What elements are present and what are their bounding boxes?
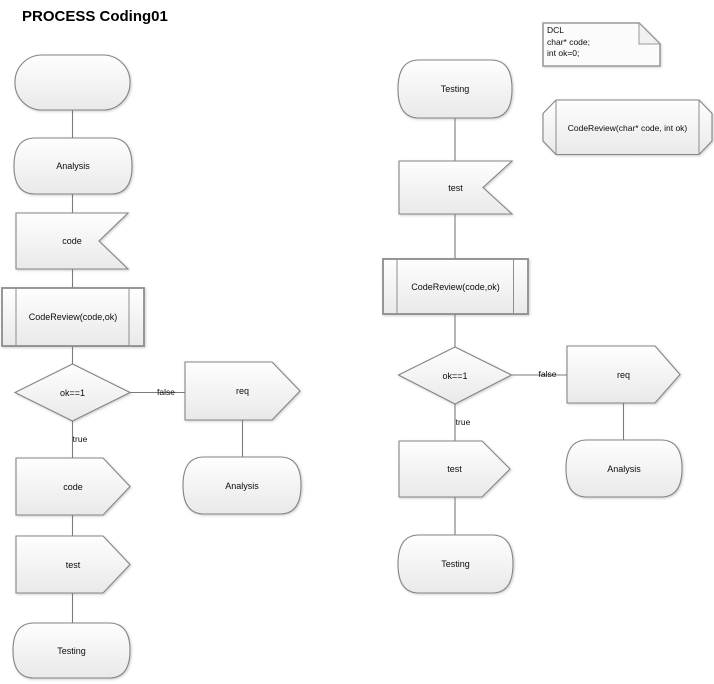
signal-req-shape — [184, 361, 301, 421]
procedure-decl-shape — [542, 99, 713, 156]
procedure-call-shape-r — [382, 258, 529, 315]
dcl-note-fold — [638, 21, 662, 45]
output-code-shape — [15, 212, 130, 270]
state-testing-bottom-shape-r — [397, 534, 514, 594]
signal-req-shape-r — [566, 345, 681, 404]
state-testing-shape — [12, 622, 131, 679]
state-analysis-req-shape — [182, 456, 302, 515]
decision-shape-r — [397, 346, 513, 405]
decision-shape — [13, 363, 132, 422]
dcl-note-shape — [542, 22, 661, 67]
page-title: PROCESS Coding01 — [22, 8, 168, 25]
procedure-call-shape — [1, 287, 145, 347]
input-test-shape-r — [398, 160, 514, 215]
state-analysis-shape-r — [565, 439, 683, 498]
state-testing-top-shape-r — [397, 59, 513, 119]
connector-lines — [71, 110, 625, 623]
state-analysis-shape — [13, 137, 133, 195]
signal-code-shape — [15, 457, 131, 516]
start-state-shape — [14, 54, 131, 111]
signal-test-shape-r — [398, 440, 511, 498]
signal-test-shape — [15, 535, 131, 594]
